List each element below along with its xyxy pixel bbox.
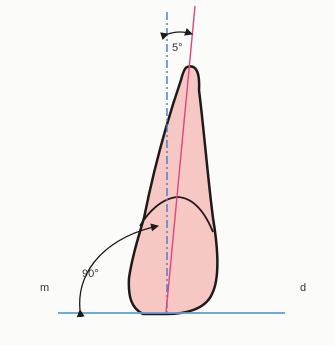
label-d: d [300, 282, 306, 294]
angle-arc-5deg [160, 27, 193, 41]
label-angle-90: 90° [82, 268, 99, 280]
angle-arc-90deg [76, 223, 159, 318]
label-m: m [40, 282, 49, 294]
crown-outline [139, 196, 214, 233]
tooth-long-axis [165, 5, 196, 314]
label-angle-5: 5° [172, 42, 183, 54]
